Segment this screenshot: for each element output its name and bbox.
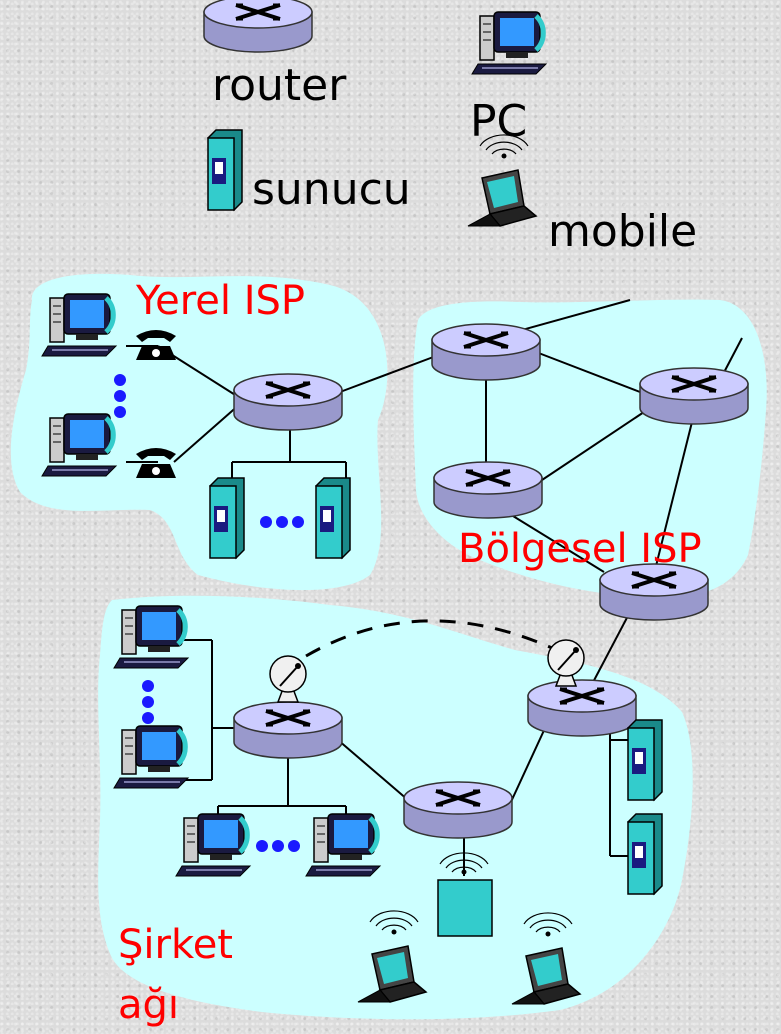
local-isp-label: Yerel ISP — [135, 278, 305, 324]
regional-isp-label: Bölgesel ISP — [458, 526, 702, 572]
horizontal-dots-corporate — [256, 840, 300, 852]
mobile-legend-icon — [467, 134, 537, 227]
wireless-access-point — [437, 852, 493, 937]
vertical-dots-corporate — [142, 680, 154, 724]
pc-legend-icon — [472, 12, 546, 74]
legend-server-label: sunucu — [252, 164, 411, 215]
corporate-pc-2 — [114, 726, 188, 788]
corporate-network-label-line1: Şirket — [118, 922, 233, 968]
local-pc-bottom — [42, 414, 116, 476]
regional-router-bottom — [598, 562, 710, 622]
local-pc-top — [42, 294, 116, 356]
corporate-pc-1 — [114, 606, 188, 668]
corporate-pc-4 — [306, 814, 380, 876]
corporate-server-top — [627, 719, 663, 801]
corporate-router-right — [526, 678, 638, 738]
legend-mobile-label: mobile — [548, 206, 697, 257]
server-legend-icon — [207, 129, 243, 211]
links — [126, 299, 743, 876]
corporate-network-label-line2: ağı — [118, 982, 179, 1028]
regional-router-right — [638, 366, 750, 426]
legend-router-label: router — [212, 60, 347, 111]
regional-router-left — [432, 460, 544, 520]
router-legend-icon — [202, 0, 314, 54]
local-isp-router — [232, 372, 344, 432]
legend-pc-label: PC — [470, 96, 527, 147]
corporate-router-center — [402, 780, 514, 840]
vertical-dots-local — [114, 374, 126, 418]
corporate-router-left — [232, 700, 344, 760]
corporate-pc-3 — [176, 814, 250, 876]
local-server-right — [315, 477, 351, 559]
horizontal-dots-local-servers — [260, 516, 304, 528]
local-server-left — [209, 477, 245, 559]
regional-router-top — [430, 322, 542, 382]
corporate-server-bottom — [627, 813, 663, 895]
